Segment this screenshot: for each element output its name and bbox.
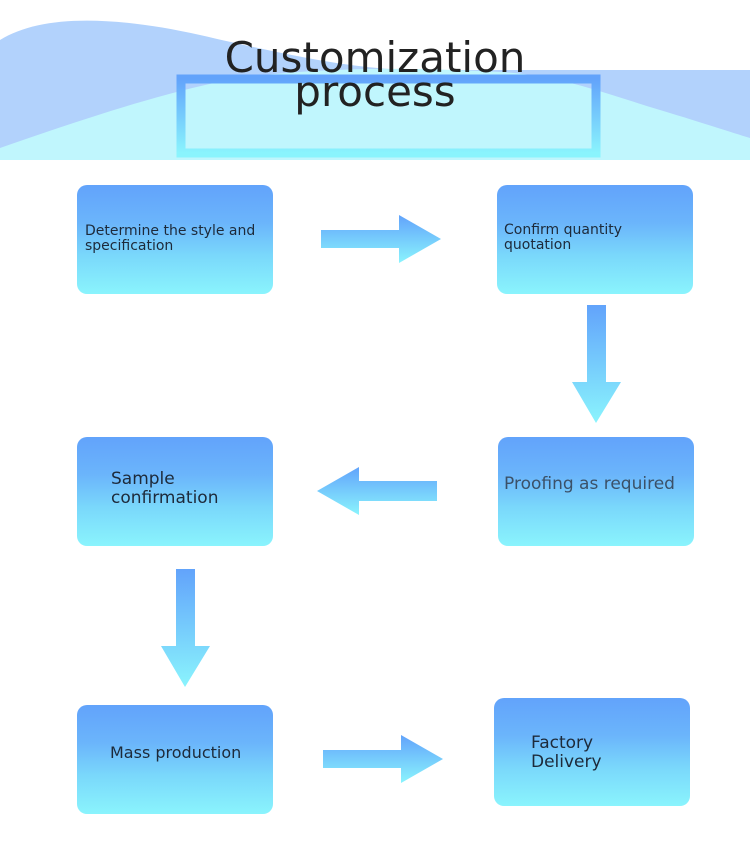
title-frame: [176, 74, 601, 158]
step-label: Determine the style and specification: [85, 223, 256, 254]
title-line-1: Customization: [224, 33, 526, 82]
step-box-sample-confirmation: Sample confirmation: [77, 437, 273, 546]
step-label: Proofing as required: [504, 474, 675, 494]
step-box-proofing: Proofing as required: [498, 437, 694, 546]
arrow-down-icon: [572, 305, 621, 423]
step-label: Factory Delivery: [531, 733, 602, 772]
step-box-determine-style: Determine the style and specification: [77, 185, 273, 294]
step-label: Sample confirmation: [111, 469, 219, 508]
step-label: Confirm quantity quotation: [504, 222, 622, 253]
arrow-left-icon: [317, 467, 437, 515]
step-label: Mass production: [110, 743, 242, 762]
wave-background: [0, 20, 750, 160]
arrow-right-icon: [323, 735, 443, 783]
arrow-right-icon: [321, 215, 441, 263]
step-box-mass-production: Mass production: [77, 705, 273, 814]
arrow-down-icon: [161, 569, 210, 687]
step-box-factory-delivery: Factory Delivery: [494, 698, 690, 806]
wave-front: [0, 68, 750, 160]
title-line-2: process: [294, 67, 456, 116]
step-box-confirm-quantity: Confirm quantity quotation: [497, 185, 693, 294]
header-banner: Customization process: [0, 0, 750, 160]
